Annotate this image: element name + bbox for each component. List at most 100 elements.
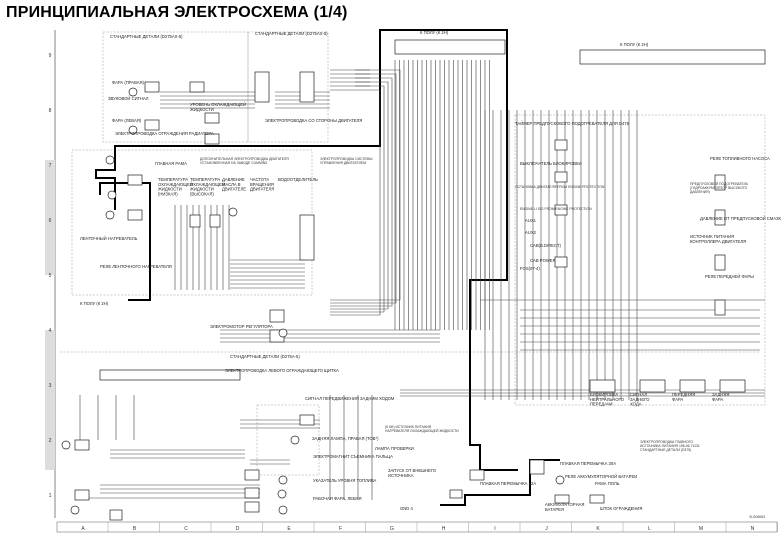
radiator-guard-area — [102, 31, 249, 143]
component-icon — [278, 475, 288, 485]
battery-cable — [95, 29, 518, 471]
component-icon — [290, 435, 300, 445]
connector — [99, 369, 241, 381]
label-battery-relay: РЕЛЕ АККУМУЛЯТОРНОЙ БАТАРЕИ — [565, 474, 637, 479]
component-icon — [278, 505, 288, 515]
wire — [330, 89, 381, 316]
label-preheater-relay: ПРЕДПУСКОВОЙ ПОДОГРЕВАТЕЛЬ(ГИДРОАККУМУЛЯ… — [690, 182, 749, 194]
column-label: I — [494, 526, 495, 532]
label-engine-side-harness: ЭЛЕКТРОПРОВОДКА СО СТОРОНЫ ДВИГАТЕЛЯ — [265, 118, 362, 123]
column-label: H — [442, 526, 446, 532]
connector — [204, 112, 220, 124]
connector — [714, 299, 726, 316]
column-label: E — [287, 526, 291, 532]
wire — [330, 81, 389, 310]
connector — [74, 489, 90, 501]
wire — [330, 69, 401, 301]
row-label: 4 — [49, 328, 52, 334]
connector — [127, 209, 143, 221]
column-label: M — [699, 526, 703, 532]
label-work-lamp-left: РАБОЧАЯ ФАРА, ЛЕВАЯ — [313, 496, 361, 501]
connector — [299, 214, 315, 261]
connector — [144, 81, 160, 93]
label-std-parts-3: СТАНДАРТНЫЕ ДЕТАЛИ (D275A-5) — [230, 354, 300, 359]
wire — [330, 73, 397, 304]
component-icon — [128, 87, 138, 97]
row-label: 5 — [49, 273, 52, 279]
label-radiator-guard-harness: ЭЛЕКТРОПРОВОДКА ОГРАЖДЕНИЯ РАДИАТОРА — [115, 131, 214, 136]
connector — [469, 469, 485, 481]
label-left-guard-harness: ЭЛЕКТРОПРОВОДКА ЛЕВОГО ОГРАЖДАЮЩЕГО ЩИТК… — [225, 368, 339, 373]
label-headlamp-left: ФАРА (ЛЕВАЯ) — [112, 118, 142, 123]
connector — [394, 39, 506, 55]
connector — [579, 49, 766, 65]
label-frame-gnd: РАМА ПОЛЬ — [595, 481, 620, 486]
connector — [589, 494, 605, 504]
row-label: 2 — [49, 438, 52, 444]
label-cummins-harness: ДОПОЛНИТЕЛЬНАЯ ЭЛЕКТРОПРОВОДКА ДВИГАТЕЛЯ… — [200, 157, 289, 165]
column-label: G — [390, 526, 394, 532]
column-label: D — [236, 526, 240, 532]
label-headlamp-right: ФАРА (ПРАВАЯ) — [112, 80, 145, 85]
engine-side-area — [247, 31, 329, 143]
label-horn: ЗВУКОВОЙ СИГНАЛ — [108, 96, 149, 101]
label-main-frame: ГЛАВНАЯ РАМА — [155, 161, 187, 166]
label-rear-lamp-right: ЗАДНЯЯ ЛАМПА, ПРАВАЯ (ТОВ*) — [312, 436, 379, 441]
connector — [679, 379, 706, 393]
row-label: 8 — [49, 108, 52, 114]
label-std-parts-2: СТАНДАРТНЫЕ ДЕТАЛИ (D275AX-5) — [255, 31, 328, 36]
row-label: 3 — [49, 383, 52, 389]
label-preheat-timer: ТАЙМЕР ПРЕДПУСКОВОГО ПОДОГРЕВАТЕЛЯ ДЛЯ D… — [515, 121, 630, 126]
connector — [714, 174, 726, 191]
connector — [244, 487, 260, 499]
row-label: 6 — [49, 218, 52, 224]
label-check-lamp: ЛАМПА ПРОВЕРКИ — [375, 446, 414, 451]
column-label: C — [184, 526, 188, 532]
connector — [299, 71, 315, 103]
wire — [330, 77, 393, 307]
row-label: 9 — [49, 53, 52, 59]
column-label: A — [81, 526, 85, 532]
label-to-floor-2: К ПОЛУ (К 2Н) — [620, 42, 649, 47]
label-backup-alarm: СИГНАЛ ПЕРЕДВИЖЕНИЯ ЗАДНИМ ХОДОМ — [305, 396, 395, 401]
connector — [554, 139, 568, 151]
connector — [529, 459, 545, 475]
connector — [449, 489, 463, 499]
connector — [74, 439, 90, 451]
connector — [714, 209, 726, 226]
frame-shade — [45, 160, 55, 275]
label-aux1: AUX1 — [525, 218, 537, 223]
connector — [554, 494, 570, 504]
component-icon — [107, 190, 117, 200]
label-slow-fuse2: ПЛАВКАЯ ПЕРЕМЫЧКА 12А — [480, 481, 536, 486]
row-label: 1 — [49, 493, 52, 499]
component-icon — [555, 475, 565, 485]
connector — [254, 71, 270, 103]
label-fuse: FOS(07-4) — [520, 266, 540, 271]
label-std-parts-1: СТАНДАРТНЫЕ ДЕТАЛИ (D275AX-5) — [110, 34, 183, 39]
connector — [144, 119, 160, 131]
label-preheat-pressure: ДАВЛЕНИЕ ОТ ПРЕДПУСКОВОЙ СМАЗКИ — [700, 216, 781, 221]
column-label: B — [133, 526, 137, 532]
label-fuel-gauge: УКАЗАТЕЛЬ УРОВНЯ ТОПЛИВА — [313, 478, 377, 483]
drawing-code: B-G06063 — [750, 515, 766, 519]
connector — [209, 214, 221, 228]
label-aux2: AUX2 — [525, 230, 537, 235]
wire — [330, 85, 385, 313]
heater-cable — [99, 182, 151, 301]
label-cab-power: CAB POWER — [530, 258, 556, 263]
connector — [127, 174, 143, 186]
connector — [189, 214, 201, 228]
connector — [269, 309, 285, 323]
label-to-floor-1: К ПОЛУ (К 2Н) — [420, 30, 449, 35]
label-engine-li-sig: ENGINE LI SIG FROM ENGINE PROTECTION — [520, 207, 592, 211]
